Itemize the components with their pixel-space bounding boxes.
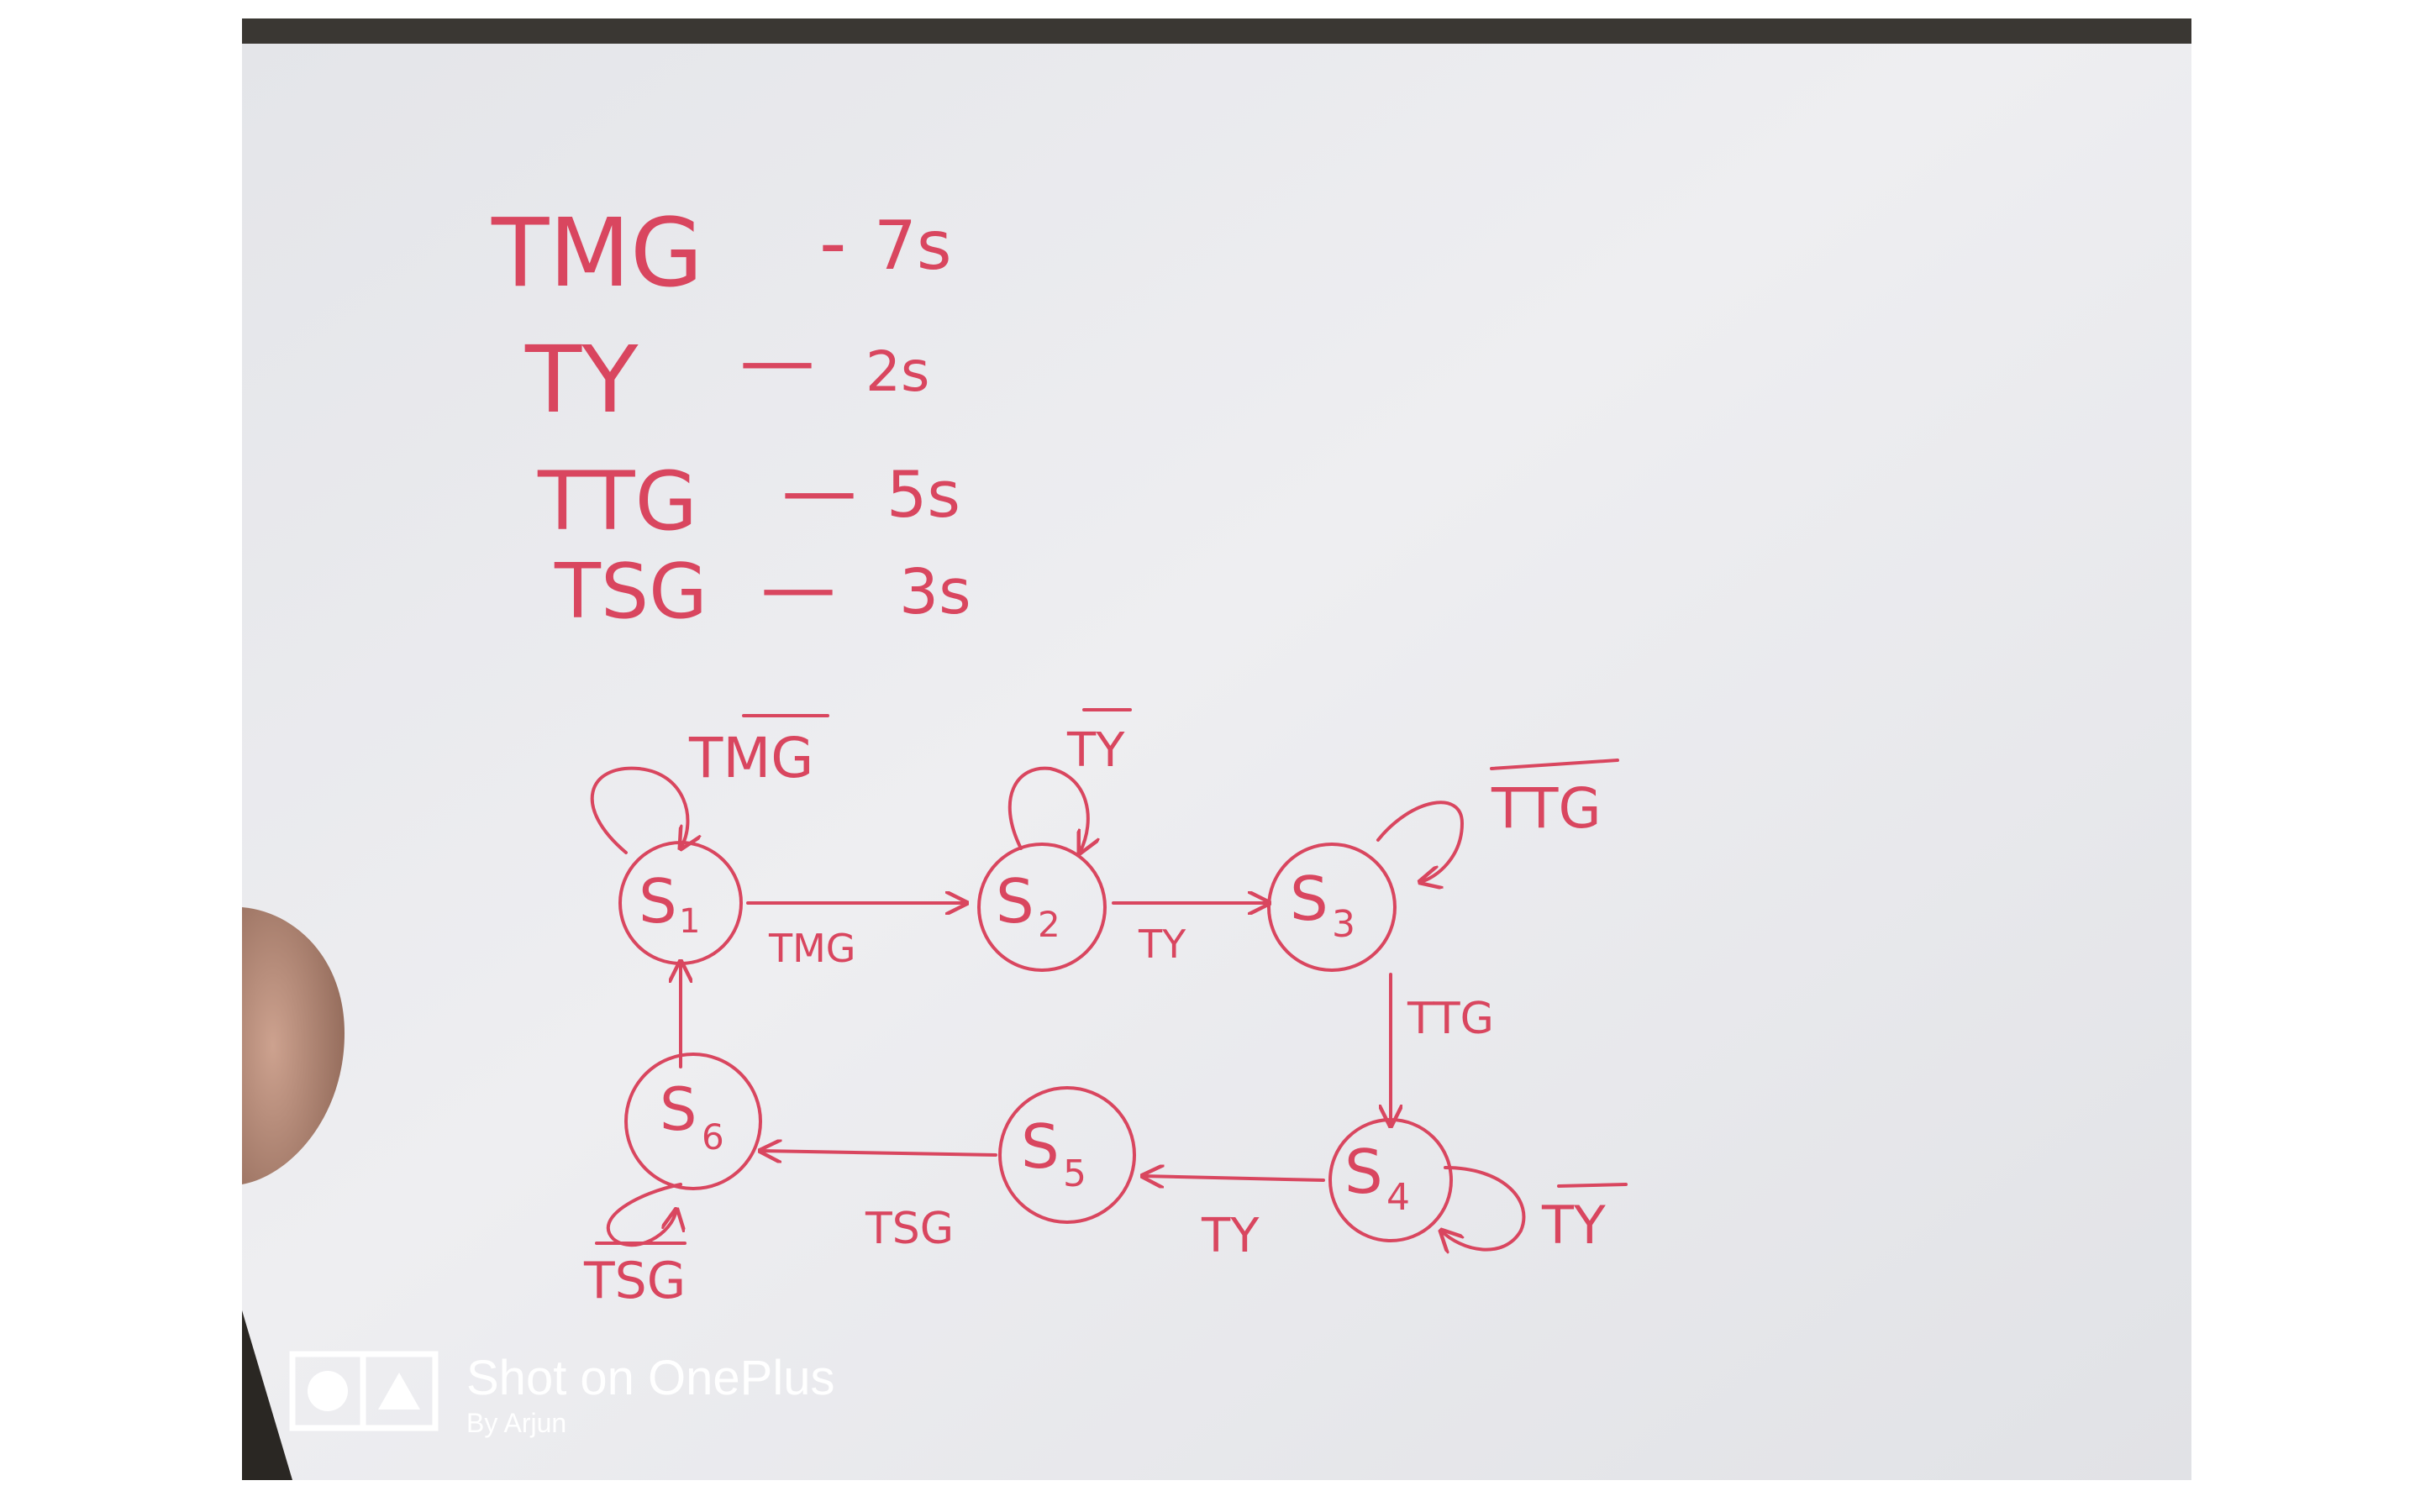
watermark-byline: By Arjun bbox=[466, 1408, 566, 1438]
state-s6-circle bbox=[624, 1053, 762, 1190]
note-value: 2s bbox=[865, 339, 929, 404]
loop-label-s4: TY bbox=[1541, 1194, 1606, 1256]
state-s4-letter: S bbox=[1344, 1137, 1383, 1207]
state-diagram bbox=[590, 766, 1526, 1250]
top-edge-shadow bbox=[242, 18, 2191, 44]
arrow-s5-s6 bbox=[760, 1151, 997, 1155]
state-s3-letter: S bbox=[1290, 864, 1328, 934]
state-s1-letter: S bbox=[639, 866, 677, 937]
watermark-title: Shot on OnePlus bbox=[466, 1351, 835, 1405]
note-dash: — bbox=[760, 543, 836, 632]
note-dash: - bbox=[819, 199, 846, 287]
loop-s1 bbox=[590, 766, 688, 854]
state-s2-circle bbox=[977, 843, 1107, 972]
label-s3-s4: TTG bbox=[1407, 994, 1494, 1044]
state-s4-circle bbox=[1328, 1118, 1453, 1242]
label-s2-s3: TY bbox=[1138, 921, 1186, 967]
note-value: 7s bbox=[874, 207, 952, 285]
state-s5-letter: S bbox=[1021, 1111, 1060, 1182]
loop-label-s1: TMG bbox=[688, 726, 813, 790]
note-dash: — bbox=[781, 447, 857, 535]
note-dash: — bbox=[739, 317, 815, 405]
state-s5-index: 5 bbox=[1063, 1152, 1086, 1195]
label-s4-s5: TY bbox=[1201, 1209, 1260, 1263]
overbar-s3 bbox=[1490, 759, 1619, 770]
paper-sheet bbox=[242, 42, 2191, 1480]
state-s2-index: 2 bbox=[1038, 904, 1060, 945]
label-s1-s2: TMG bbox=[768, 926, 855, 971]
state-s4-index: 4 bbox=[1386, 1176, 1410, 1219]
state-s6-index: 6 bbox=[702, 1116, 724, 1158]
loop-labels: TMG TY TTG TY TSG bbox=[583, 723, 1606, 1310]
loop-label-s2: TY bbox=[1066, 723, 1125, 778]
state-s5-circle bbox=[998, 1086, 1136, 1224]
label-s5-s6: TSG bbox=[865, 1204, 954, 1254]
state-s3-index: 3 bbox=[1332, 903, 1355, 946]
state-labels: S 1 S 2 S 3 S 4 S 5 S 6 bbox=[639, 864, 1410, 1219]
finger bbox=[242, 907, 345, 1184]
overbar-s4 bbox=[1557, 1183, 1628, 1188]
note-signal: TSG bbox=[554, 548, 708, 636]
loop-s3 bbox=[1376, 801, 1465, 882]
loop-s4 bbox=[1441, 1166, 1526, 1250]
transition-labels: TMG TY TTG TY TSG bbox=[768, 921, 1494, 1263]
note-value: 3s bbox=[899, 556, 971, 628]
state-s1-circle bbox=[618, 841, 743, 965]
loop-label-s6: TSG bbox=[583, 1252, 686, 1310]
state-s1-index: 1 bbox=[679, 902, 700, 941]
oneplus-watermark: Shot on OnePlus By Arjun bbox=[289, 1351, 835, 1438]
loop-label-s3: TTG bbox=[1491, 776, 1602, 841]
arrow-s4-s5 bbox=[1143, 1176, 1325, 1180]
state-s6-letter: S bbox=[660, 1075, 697, 1144]
loop-s2 bbox=[1007, 766, 1088, 853]
negation-overbars bbox=[595, 708, 1628, 1245]
note-signal: TTG bbox=[537, 454, 697, 549]
notes-block: TMG - 7s TY — 2s TTG — 5s TSG — 3s bbox=[491, 199, 971, 636]
state-s2-letter: S bbox=[996, 866, 1034, 937]
state-s3-circle bbox=[1267, 843, 1397, 972]
note-signal: TY bbox=[524, 326, 639, 433]
note-signal: TMG bbox=[491, 199, 703, 308]
note-value: 5s bbox=[886, 457, 960, 532]
loop-s6 bbox=[606, 1183, 681, 1247]
